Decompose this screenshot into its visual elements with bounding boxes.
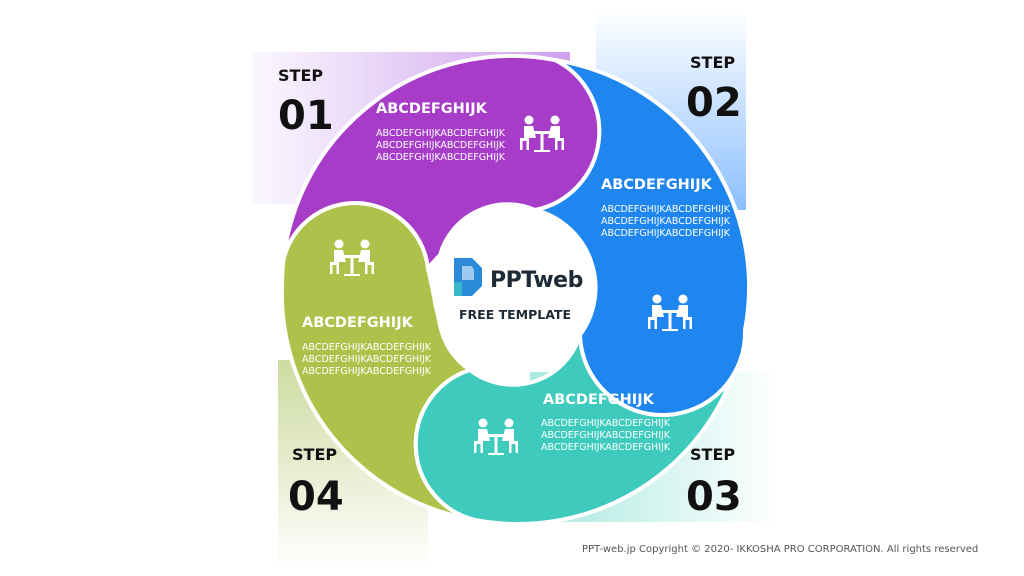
step-1-body: ABCDEFGHIJKABCDEFGHIJKABCDEFGHIJKABCDEFG… (376, 128, 506, 163)
step-2-label: STEP (690, 53, 736, 72)
copyright-text: PPT-web.jp Copyright © 2020- IKKOSHA PRO… (582, 544, 979, 555)
step-4-title: ABCDEFGHIJK (302, 315, 413, 331)
step-4-label: STEP (292, 445, 338, 464)
pptweb-logo-icon (454, 258, 482, 296)
step-4-number: 04 (288, 474, 344, 520)
step-3-body: ABCDEFGHIJKABCDEFGHIJKABCDEFGHIJKABCDEFG… (541, 418, 671, 453)
step-1-title: ABCDEFGHIJK (376, 101, 487, 117)
brand-name: PPTweb (490, 268, 583, 293)
step-3-number: 03 (686, 474, 742, 520)
step-1-segment (279, 54, 602, 286)
step-2-number: 02 (686, 80, 742, 126)
step-1-label: STEP (278, 66, 324, 85)
step-3-label: STEP (690, 445, 736, 464)
step-3-title: ABCDEFGHIJK (543, 392, 654, 408)
center-circle (432, 210, 592, 370)
step-2-title: ABCDEFGHIJK (601, 177, 712, 193)
free-template-label: FREE TEMPLATE (459, 307, 571, 322)
step-1-number: 01 (278, 93, 334, 139)
step-4-body: ABCDEFGHIJKABCDEFGHIJKABCDEFGHIJKABCDEFG… (302, 342, 432, 377)
step-2-body: ABCDEFGHIJKABCDEFGHIJKABCDEFGHIJKABCDEFG… (601, 204, 731, 239)
